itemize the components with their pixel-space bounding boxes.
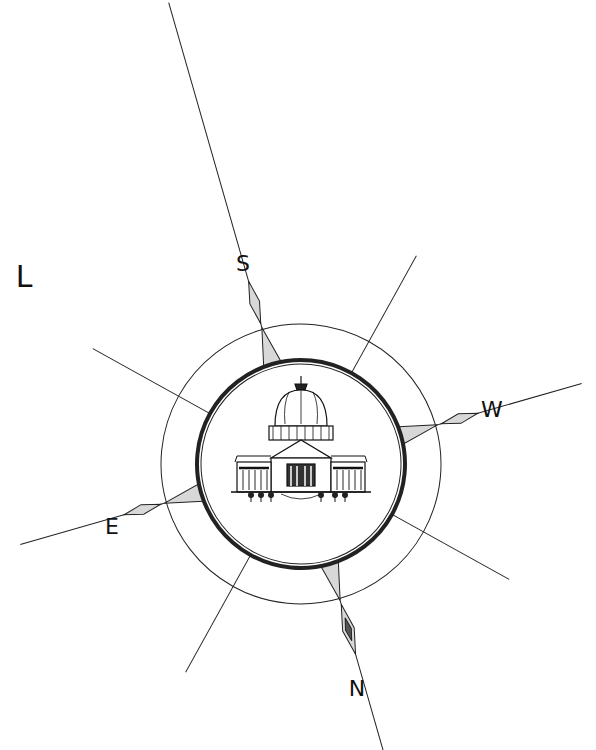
capitol-building xyxy=(231,376,371,502)
cardinal-letter: N xyxy=(349,678,365,700)
margin-letter: L xyxy=(16,262,33,292)
cardinal-letter: S xyxy=(236,253,250,275)
cardinal-letter: W xyxy=(481,399,503,421)
cardinal-letter: E xyxy=(105,516,119,538)
